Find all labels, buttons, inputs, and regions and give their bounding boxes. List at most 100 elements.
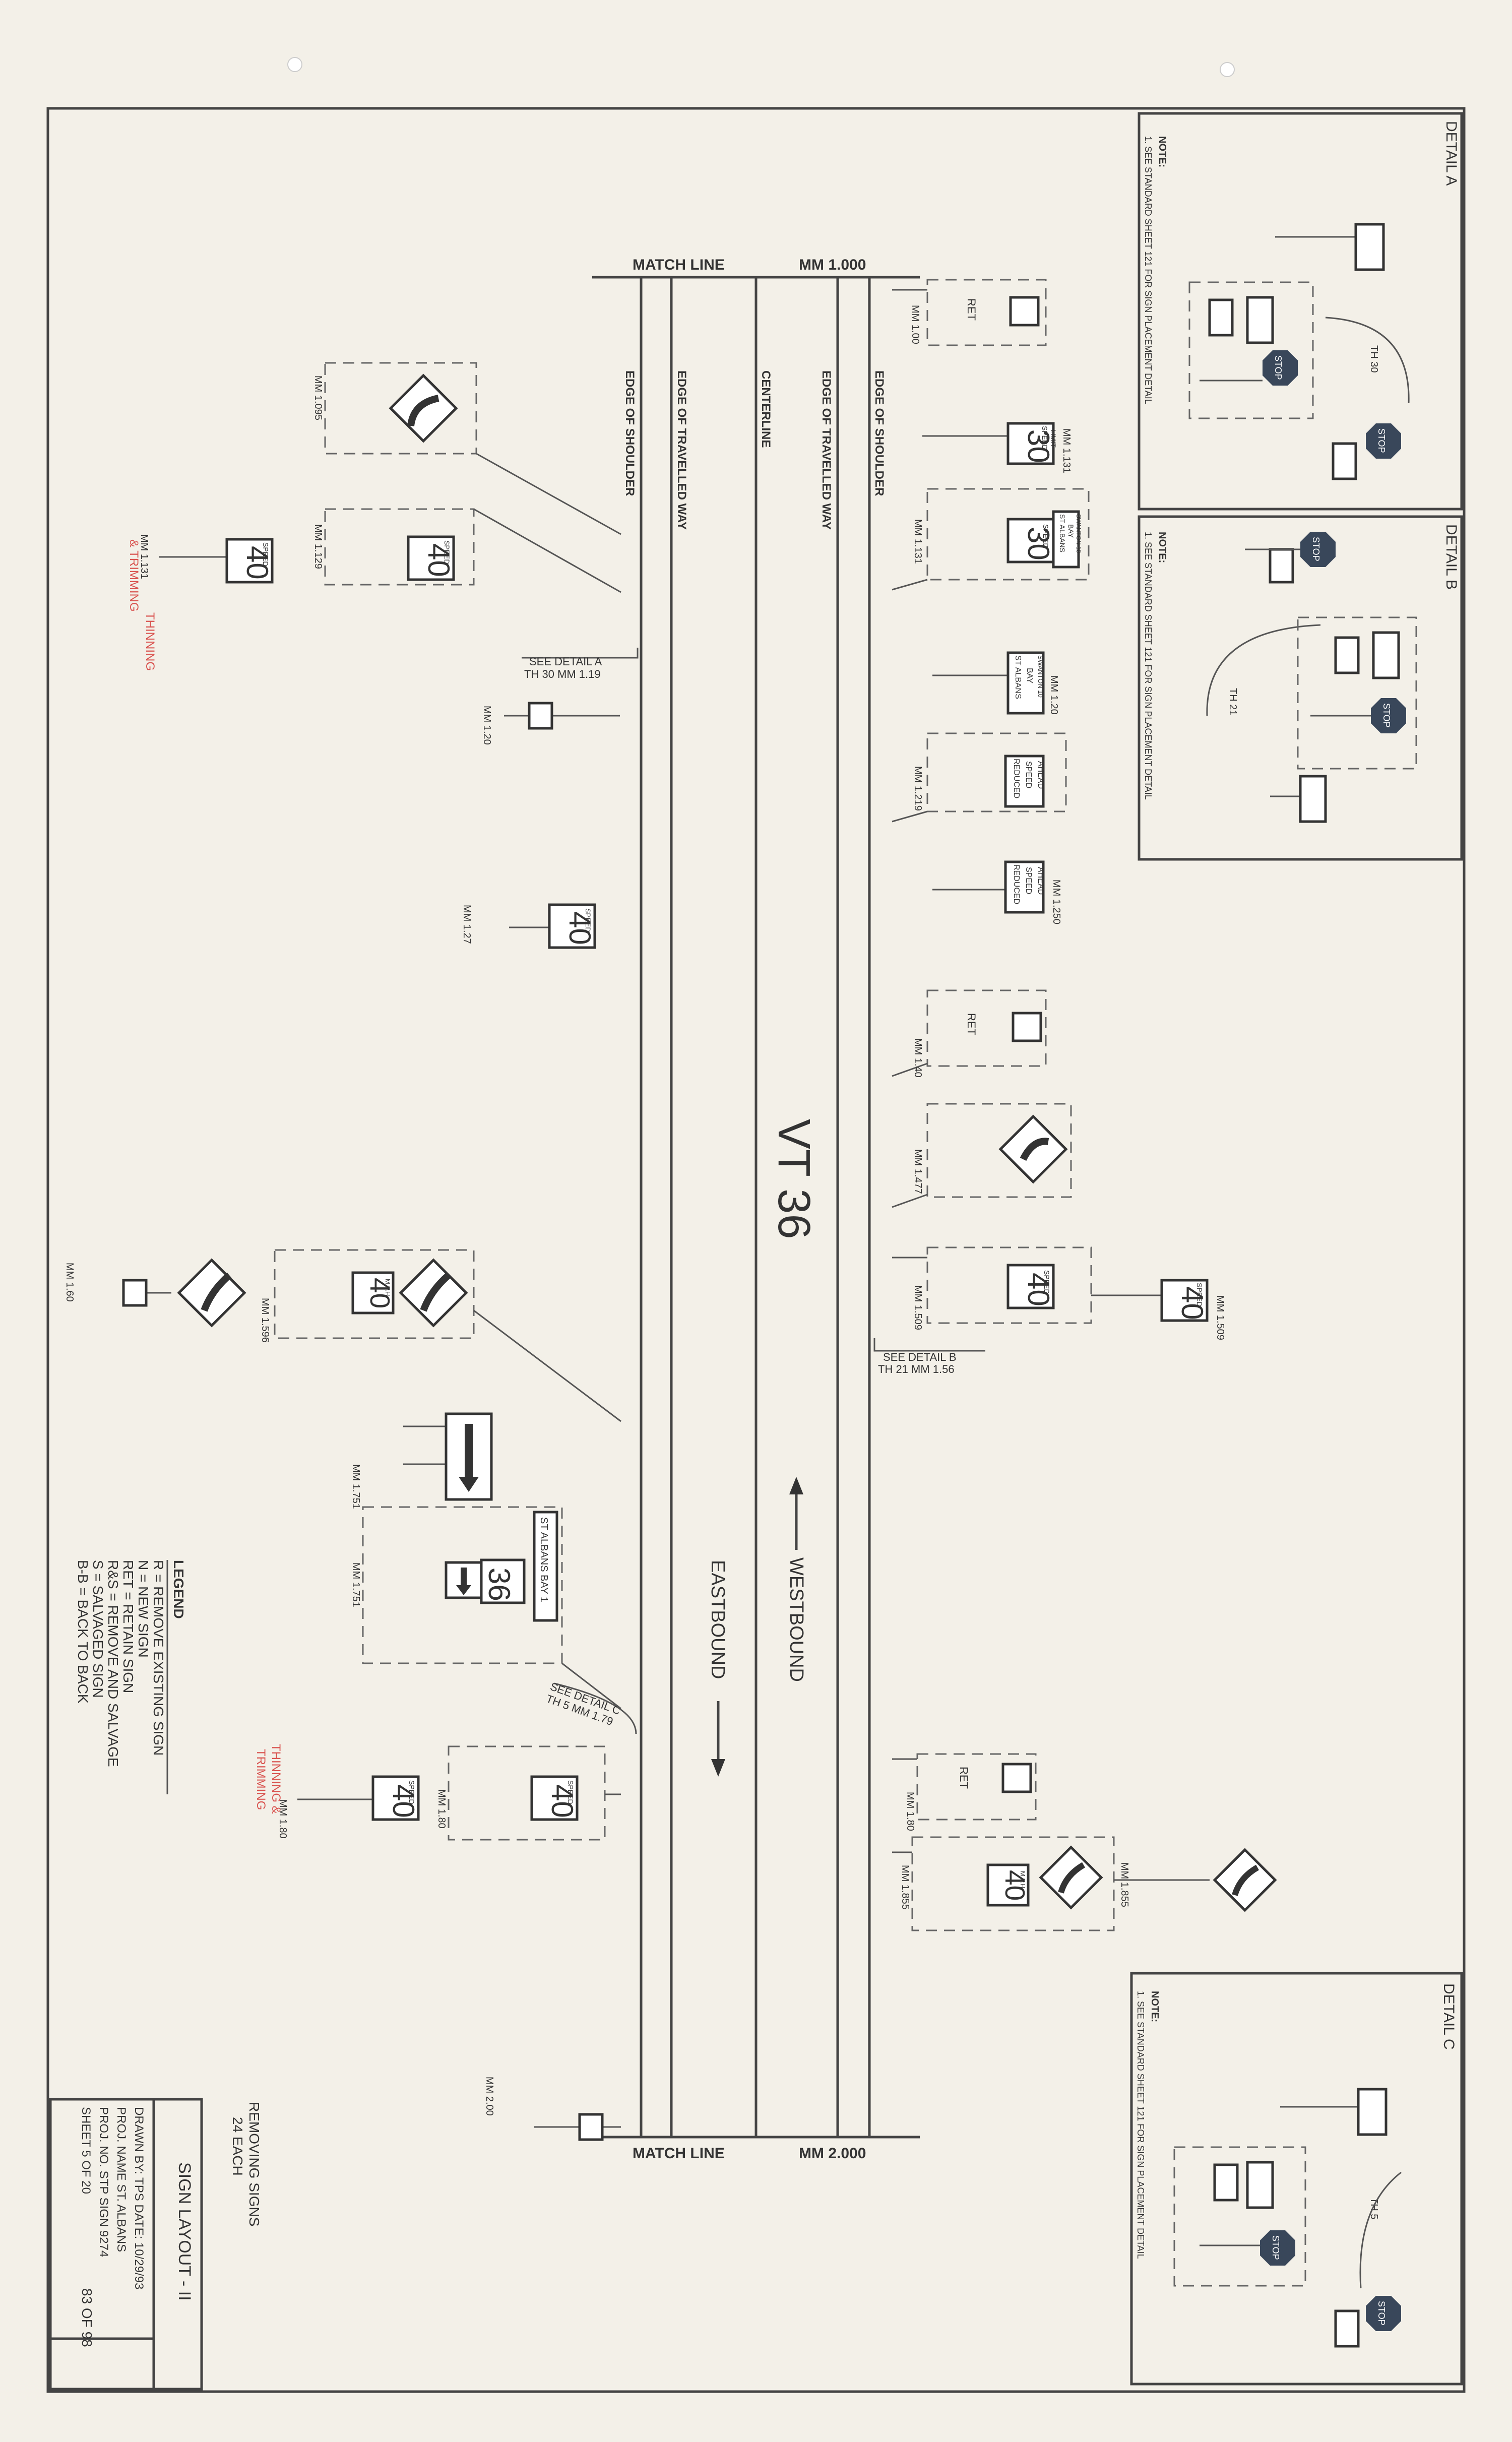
speed-limit-40-sign <box>225 538 274 584</box>
milepost-label: MM 1.095 <box>312 375 324 420</box>
note-heading: NOTE: <box>1149 1991 1160 2022</box>
sign-group-mm-1-27: 40 SPEED MM 1.27 <box>461 903 597 949</box>
milepost-label: MM 1.80 <box>277 1799 288 1839</box>
project-number: PROJ. NO. STP SIGN 9274 <box>97 2107 110 2257</box>
weight-limit-sign <box>1357 2088 1388 2136</box>
sign-group-mm-1-855: 40 M.P.H. MM 1.855 MM 1.855 <box>892 1836 1277 1931</box>
st-albans-bay-guide-sign <box>1052 510 1080 569</box>
milepost-label: MM 1.131 <box>1061 428 1072 473</box>
weight-limit-sign <box>1246 2161 1274 2209</box>
sign-text: REDUCED <box>1012 864 1021 904</box>
weight-limit-sign <box>1354 223 1385 271</box>
sign-group-mm-1-250: REDUCED SPEED AHEAD MM 1.250 <box>932 860 1062 924</box>
speed-label: SPEED <box>1195 1283 1204 1306</box>
project-name: PROJ. NAME ST. ALBANS <box>114 2107 128 2252</box>
stop-label: STOP <box>1376 2301 1387 2326</box>
speed-label: SPEED <box>1043 1270 1051 1294</box>
sign-group-mm-1-40: RET MM 1.40 <box>892 989 1047 1078</box>
sign-group-mm-1-20-left: MM 1.20 <box>481 702 620 745</box>
drawn-by: DRAWN BY: TPS DATE: 10/29/93 <box>132 2107 146 2289</box>
speed-limit-40-sign <box>548 903 596 949</box>
punch-hole <box>287 57 302 72</box>
see-detail-sub: TH 21 MM 1.56 <box>878 1363 955 1375</box>
legend-item: R&S = REMOVE AND SALVAGE <box>105 1560 121 1767</box>
mm-end-label: MM 2.000 <box>799 2145 866 2162</box>
speed-value: 40 <box>240 546 274 580</box>
detail-note: 1. SEE STANDARD SHEET 121 FOR SIGN PLACE… <box>1143 532 1153 800</box>
see-detail-b: SEE DETAIL B TH 21 MM 1.56 <box>873 1338 985 1375</box>
sign-group-mm-1-751-b: 36 ST ALBANS BAY 1 MM 1.751 <box>350 1506 621 1710</box>
guide-text: ST ALBANS BAY 1 <box>538 1517 549 1602</box>
eastbound-label: EASTBOUND <box>707 1560 728 1679</box>
sign-group-mm-1-80-right: RET MM 1.80 <box>892 1753 1037 1831</box>
sign-group-mm-1-509-a: 40 SPEED MM 1.509 <box>892 1246 1092 1330</box>
sign-group-mm-1-219: REDUCED SPEED AHEAD MM 1.219 <box>892 732 1067 823</box>
stop-label: STOP <box>1381 703 1392 728</box>
road-label: TH 5 <box>1368 2198 1379 2219</box>
milepost-label: MM 1.20 <box>481 706 492 745</box>
legend: LEGEND R = REMOVE EXISTING SIGN N = NEW … <box>75 1560 186 1794</box>
speed-value: 30 <box>1022 429 1055 463</box>
legend-item: B-B = BACK TO BACK <box>75 1560 91 1704</box>
sign-face <box>1269 548 1294 584</box>
stop-label: STOP <box>1311 537 1321 561</box>
road-label: TH 21 <box>1227 688 1238 715</box>
sign-group-mm-1-131-b: 30 SPEED ST ALBANS BAY SWANTON 10 MM 1.1… <box>892 488 1090 591</box>
stop-label: STOP <box>1271 2235 1281 2260</box>
sign-face <box>1213 2163 1239 2202</box>
milepost-label: MM 1.80 <box>436 1789 447 1829</box>
reduced-speed-ahead-sign <box>1004 755 1045 808</box>
milepost-label: MM 1.855 <box>1119 1862 1130 1907</box>
detail-title: DETAIL B <box>1443 524 1460 590</box>
milepost-label: MM 1.751 <box>350 1464 361 1509</box>
weight-limit-sign <box>1299 775 1327 823</box>
speed-value: 30 <box>1022 527 1055 560</box>
detail-title: DETAIL A <box>1443 121 1460 185</box>
milepost-label: MM 1.80 <box>905 1792 916 1831</box>
milepost-label: MM 1.751 <box>350 1562 361 1607</box>
speed-value: 40 <box>422 543 456 577</box>
speed-limit-40-sign <box>530 1775 579 1821</box>
detail-title: DETAIL C <box>1440 1983 1457 2050</box>
sign-group-mm-1-131-c: 40 SPEED MM 1.131 THINNING & TRIMMING <box>127 534 274 671</box>
speed-value: 40 <box>1022 1273 1055 1306</box>
sign-text: SPEED <box>1024 761 1033 788</box>
sheet-total: 83 OF 98 <box>79 2288 95 2347</box>
speed-value: 40 <box>364 1278 396 1308</box>
speed-label: SPEED <box>443 540 451 564</box>
sign-text: AHEAD <box>1036 761 1045 789</box>
sign-group-mm-1-509-b: 40 SPEED MM 1.509 <box>1091 1279 1226 1340</box>
st-albans-bay-guide-sign <box>533 1511 558 1622</box>
title-block: REMOVING SIGNS 24 EACH SIGN LAYOUT - II … <box>49 2098 262 2391</box>
speed-value: 40 <box>563 911 597 945</box>
milepost-label: MM 1.20 <box>1048 675 1059 715</box>
limit-label: LIMIT <box>1049 429 1057 448</box>
eastbound-arrow: EASTBOUND <box>707 1560 728 1777</box>
road-label: TH 30 <box>1368 345 1379 372</box>
legend-item: N = NEW SIGN <box>136 1560 151 1658</box>
sign-group-mm-2-00: MM 2.00 <box>484 2077 621 2141</box>
milepost-label: MM 2.00 <box>484 2077 495 2116</box>
speed-limit-40-sign <box>371 1775 420 1821</box>
westbound-label: WESTBOUND <box>786 1557 807 1682</box>
speed-limit-40-sign <box>1006 1264 1055 1309</box>
speed-limit-40-sign <box>1160 1279 1209 1322</box>
legend-item: RET = RETAIN SIGN <box>120 1560 136 1693</box>
edge-of-travelled-way-label: EDGE OF TRAVELLED WAY <box>675 370 688 530</box>
sign-face <box>1208 298 1234 337</box>
guide-text: ST ALBANS <box>1058 514 1066 552</box>
milepost-label: MM 1.509 <box>912 1285 923 1330</box>
speed-label: SPEED <box>262 542 270 566</box>
speed-label: SPEED <box>566 1780 575 1804</box>
note-heading: NOTE: <box>1157 532 1168 563</box>
milepost-label: MM 1.129 <box>312 524 324 569</box>
guide-text: BAY <box>1025 668 1034 683</box>
sign-group-mm-1-751-a: MM 1.751 <box>350 1412 493 1509</box>
speed-limit-40-sign <box>407 535 455 581</box>
st-albans-bay-guide-sign <box>1006 651 1045 715</box>
speed-label: SPEED <box>1041 426 1049 450</box>
milepost-label: MM 1.131 <box>139 534 150 579</box>
sheet-number: SHEET 5 OF 20 <box>79 2107 93 2194</box>
trimming-note: TRIMMING <box>254 1749 268 1810</box>
sign-face <box>1332 442 1357 480</box>
